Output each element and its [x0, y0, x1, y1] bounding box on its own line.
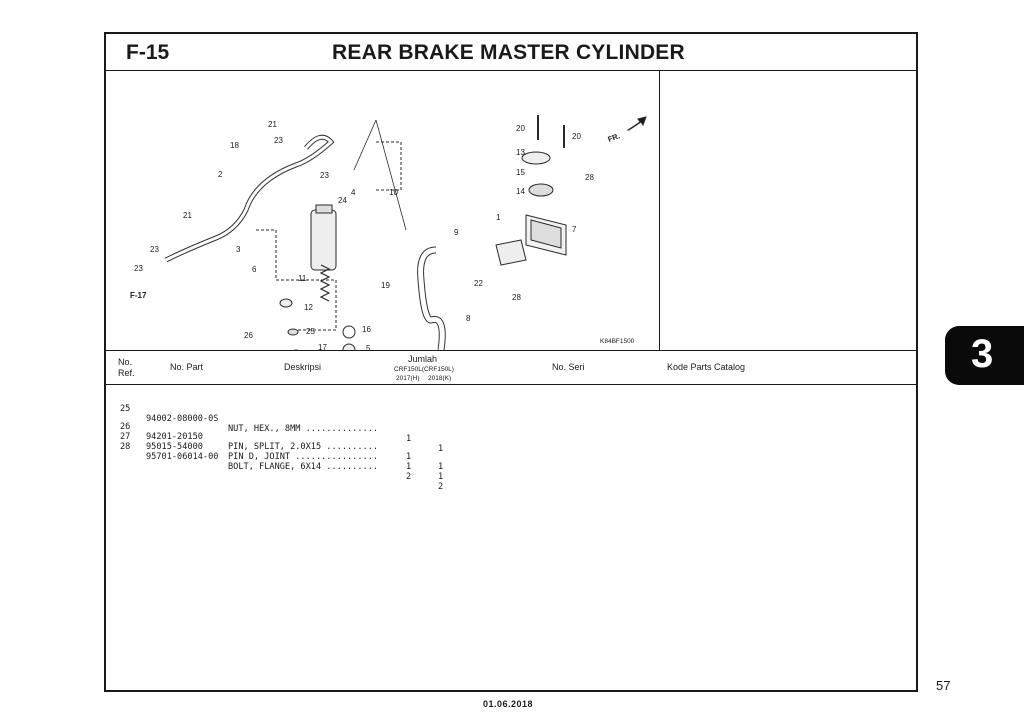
svg-text:10: 10 — [389, 188, 398, 197]
svg-text:21: 21 — [183, 211, 192, 220]
svg-text:2: 2 — [218, 170, 223, 179]
table-row: 27 95015-54000 PIN D, JOINT ............… — [120, 422, 443, 492]
col-deskripsi: Deskripsi — [284, 362, 322, 372]
col-no-seri: No. Seri — [552, 362, 585, 372]
qty-2018: 1 — [438, 444, 444, 454]
qty-2017: 1 — [406, 434, 412, 444]
page-title: REAR BRAKE MASTER CYLINDER — [332, 41, 685, 64]
svg-text:F-17: F-17 — [130, 291, 147, 300]
svg-text:20: 20 — [572, 132, 581, 141]
svg-text:3: 3 — [236, 245, 241, 254]
svg-text:13: 13 — [516, 148, 525, 157]
svg-text:9: 9 — [454, 228, 459, 237]
svg-text:19: 19 — [381, 281, 390, 290]
page-header: F-15 REAR BRAKE MASTER CYLINDER — [106, 34, 916, 71]
svg-text:22: 22 — [474, 279, 483, 288]
col-kode-parts-catalog: Kode Parts Catalog — [667, 362, 746, 372]
svg-text:23: 23 — [274, 136, 283, 145]
parts-table-header: No. Ref. No. Part Deskripsi Jumlah CRF15… — [106, 350, 916, 385]
col-jumlah: Jumlah — [408, 354, 438, 364]
svg-text:28: 28 — [585, 173, 594, 182]
col-no-part: No. Part — [170, 362, 204, 372]
svg-text:28: 28 — [512, 293, 521, 302]
part-description: PIN D, JOINT ................ — [228, 452, 379, 462]
svg-text:16: 16 — [362, 325, 371, 334]
qty-2017: 2 — [406, 472, 412, 482]
svg-text:17: 17 — [318, 343, 327, 350]
table-row: 28 95701-06014-00 BOLT, FLANGE, 6X14 ...… — [120, 432, 443, 502]
svg-text:12: 12 — [304, 303, 313, 312]
section-tab: 3 — [945, 326, 1024, 385]
svg-text:25: 25 — [306, 327, 315, 336]
svg-text:7: 7 — [572, 225, 577, 234]
svg-text:14: 14 — [516, 187, 525, 196]
svg-text:15: 15 — [516, 168, 525, 177]
footer-date: 01.06.2018 — [483, 699, 534, 709]
svg-text:4: 4 — [351, 188, 356, 197]
catalog-page-frame: F-15 REAR BRAKE MASTER CYLINDER — [104, 32, 918, 692]
svg-text:21: 21 — [268, 120, 277, 129]
qty-2018: 1 — [438, 472, 444, 482]
svg-text:23: 23 — [150, 245, 159, 254]
qty-2018: 2 — [438, 482, 444, 492]
svg-text:24: 24 — [338, 196, 347, 205]
svg-text:FR.: FR. — [607, 131, 621, 144]
ref-number: 25 — [120, 404, 131, 414]
exploded-parts-diagram: 21 23 18 2 23 24 4 10 21 3 23 23 F-17 6 … — [106, 70, 660, 350]
qty-2017: 1 — [406, 452, 412, 462]
ref-number: 28 — [120, 442, 131, 452]
part-description: NUT, HEX., 8MM .............. — [228, 424, 379, 434]
figure-code: F-15 — [126, 41, 170, 64]
part-number: 94002-08000-0S — [146, 414, 219, 424]
ref-number: 26 — [120, 422, 131, 432]
part-number: 95015-54000 — [146, 442, 203, 452]
svg-text:26: 26 — [244, 331, 253, 340]
svg-text:1: 1 — [496, 213, 501, 222]
svg-text:18: 18 — [230, 141, 239, 150]
image-code: K84BF1500 — [600, 338, 635, 345]
svg-text:23: 23 — [320, 171, 329, 180]
ref-number: 27 — [120, 432, 131, 442]
table-row: 26 94201-20150 PIN, SPLIT, 2.0X15 ......… — [120, 412, 443, 482]
col-year-2017: 2017(H) — [396, 375, 420, 382]
diagram-drawing: 21 23 18 2 23 24 4 10 21 3 23 23 F-17 6 … — [130, 115, 647, 350]
svg-text:5: 5 — [366, 344, 371, 350]
col-year-2018: 2018(K) — [428, 375, 452, 382]
svg-text:6: 6 — [252, 265, 257, 274]
part-number: 94201-20150 — [146, 432, 203, 442]
qty-2017: 1 — [406, 462, 412, 472]
svg-text:23: 23 — [134, 264, 143, 273]
page-number: 57 — [936, 678, 951, 693]
svg-text:11: 11 — [298, 274, 307, 283]
svg-text:8: 8 — [466, 314, 471, 323]
part-description: PIN, SPLIT, 2.0X15 .......... — [228, 442, 379, 452]
part-number: 95701-06014-00 — [146, 452, 219, 462]
part-description: BOLT, FLANGE, 6X14 .......... — [228, 462, 379, 472]
qty-2018: 1 — [438, 462, 444, 472]
col-no-ref: No. Ref. — [118, 357, 135, 378]
section-number: 3 — [971, 332, 994, 376]
col-model: CRF150L(CRF150L) — [394, 366, 454, 373]
svg-text:20: 20 — [516, 124, 525, 133]
table-row: 25 94002-08000-0S NUT, HEX., 8MM .......… — [120, 394, 443, 464]
